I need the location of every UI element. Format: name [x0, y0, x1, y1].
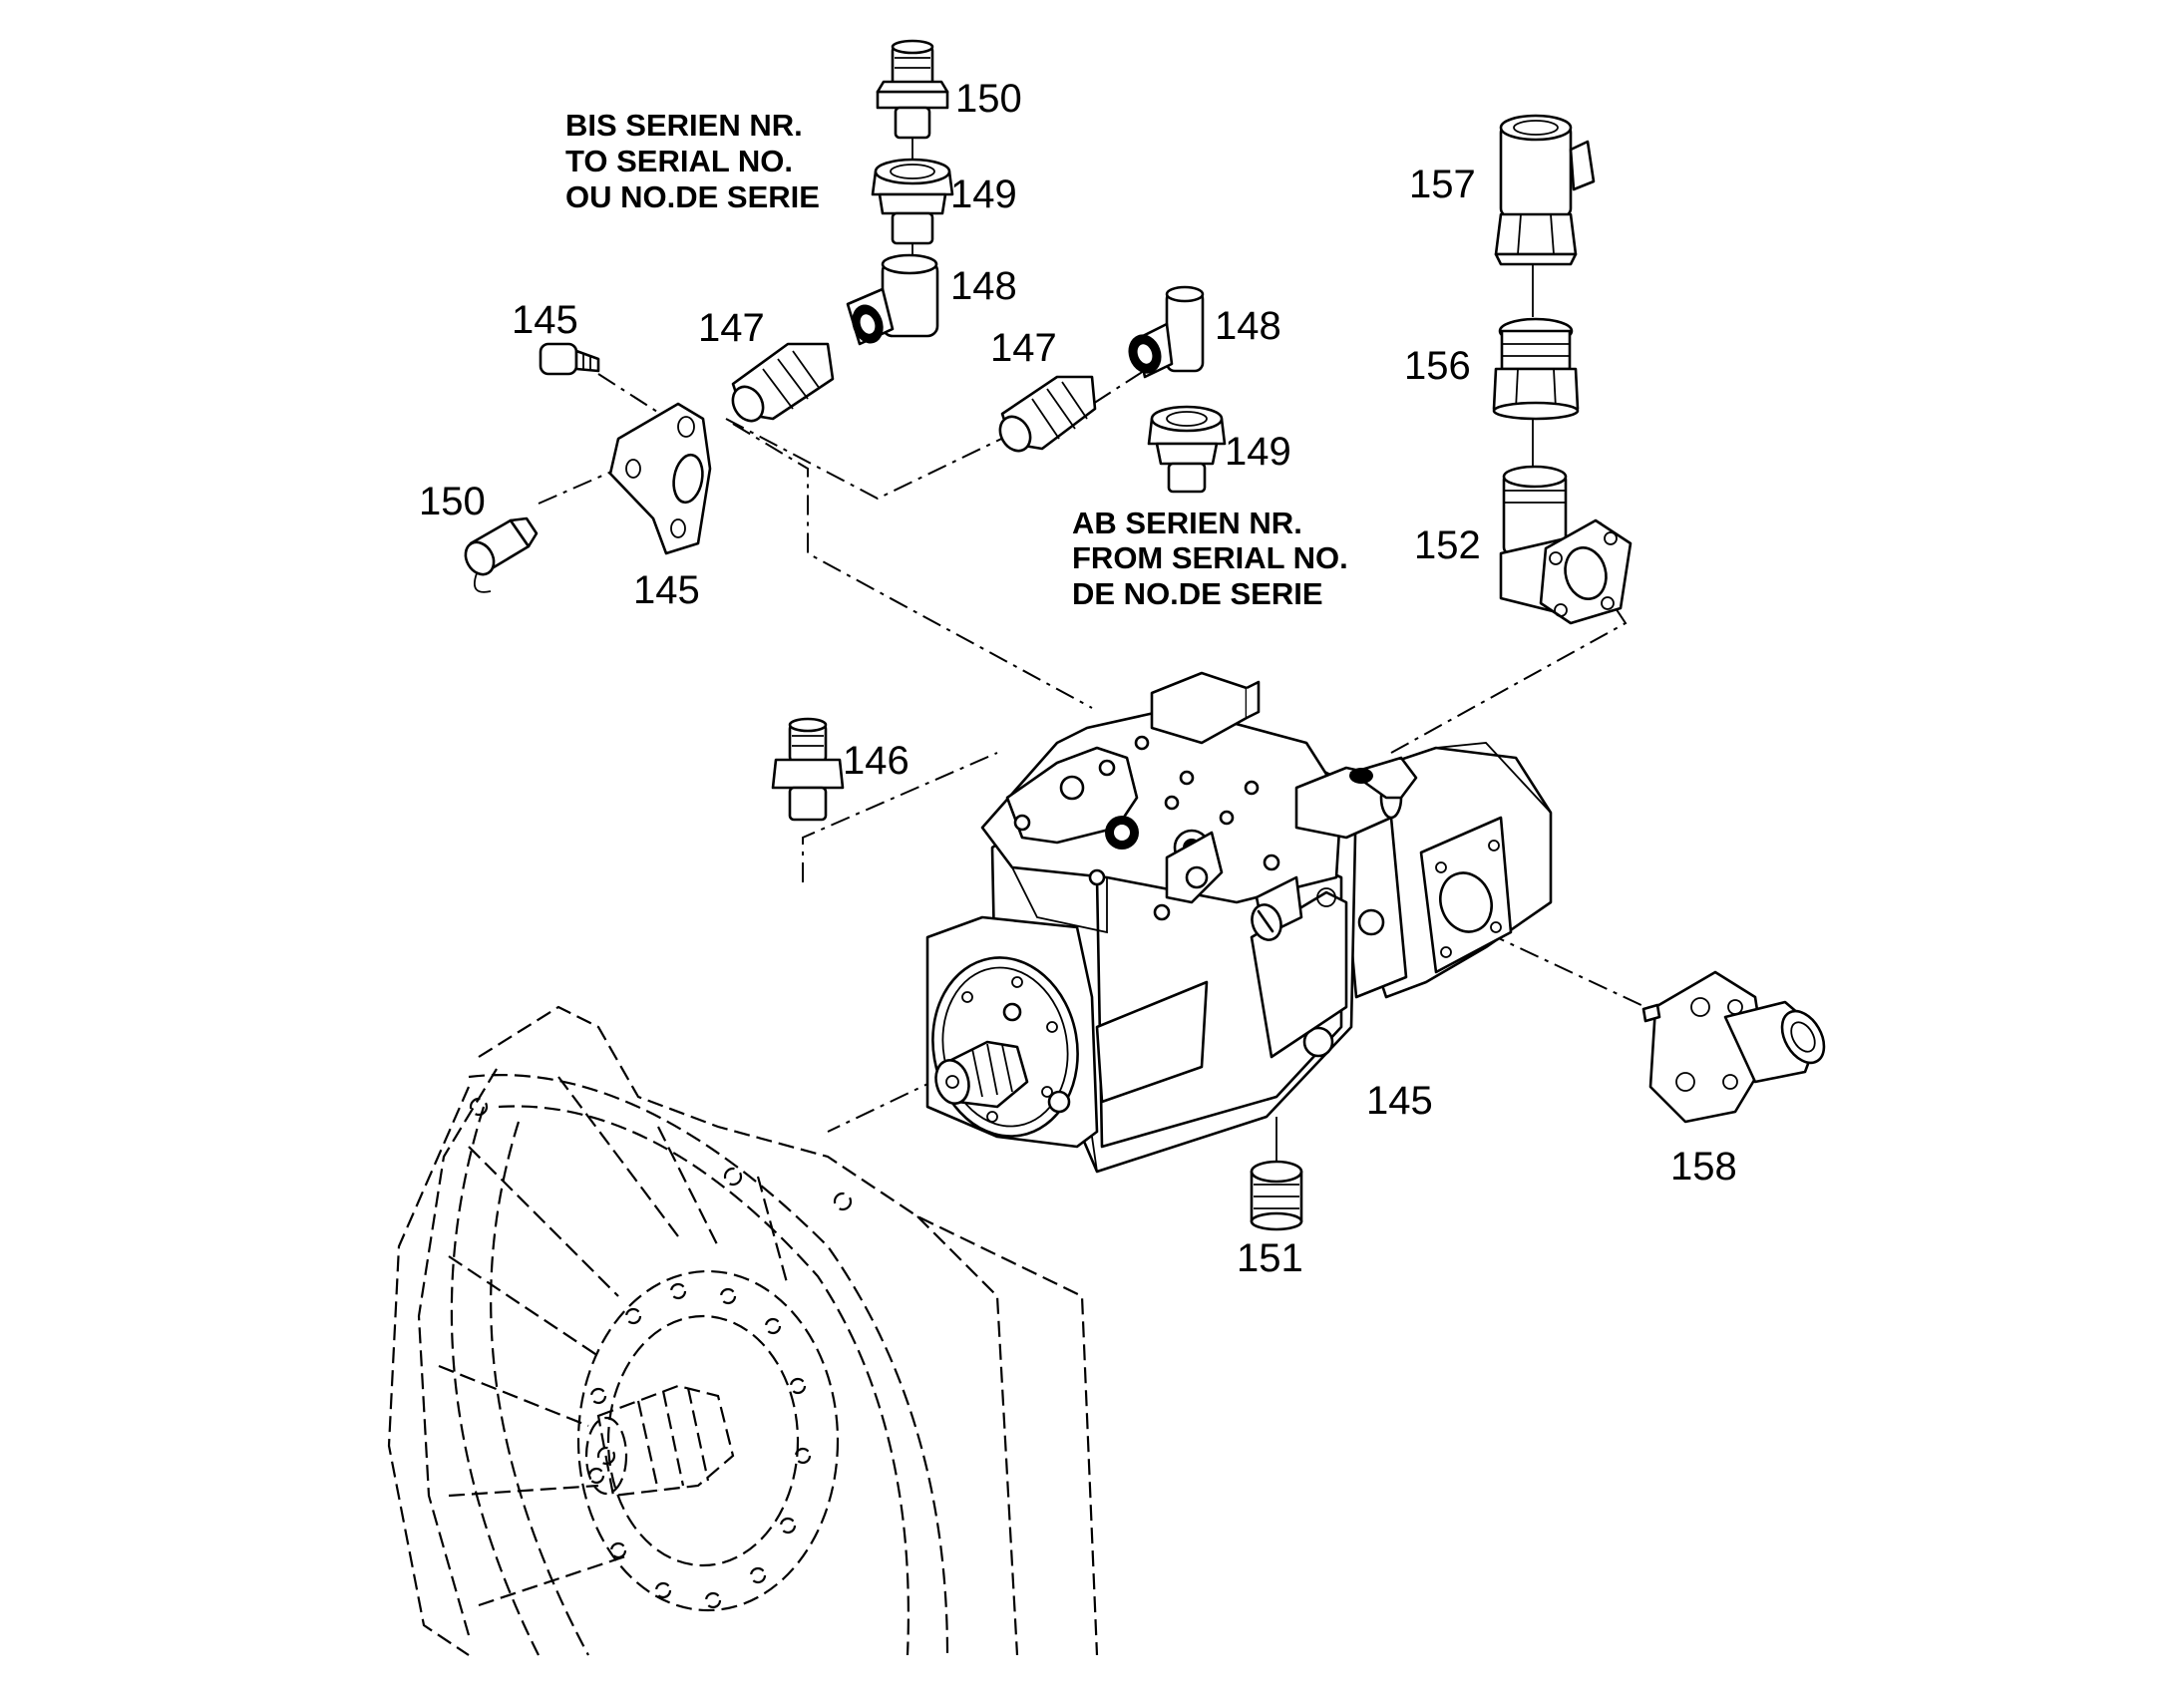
part-156-connector: [1492, 317, 1580, 421]
part-157-tee: [1494, 114, 1596, 266]
callout-150-top: 150: [955, 77, 1022, 121]
part-147-nipple-left: [731, 342, 835, 423]
callout-149-right: 149: [1225, 430, 1291, 474]
part-151-plug: [1250, 1160, 1303, 1231]
engine-housing-dashed: [387, 1005, 1099, 1656]
callout-152: 152: [1414, 523, 1481, 567]
callout-151: 151: [1237, 1236, 1303, 1280]
part-149-nut-right: [1147, 405, 1227, 494]
note-before-serial: BIS SERIEN NR. TO SERIAL NO. OU NO.DE SE…: [565, 108, 820, 214]
note-after-line-3: DE NO.DE SERIE: [1072, 576, 1323, 611]
note-before-line-2: TO SERIAL NO.: [565, 144, 793, 178]
callout-148-right: 148: [1215, 304, 1281, 348]
main-pump-assembly: [925, 671, 1553, 1174]
callouts: 150 149 148 147 145 150 145 147 148 149 …: [419, 77, 1737, 1280]
callout-145-flange: 145: [633, 568, 700, 612]
part-158-elbow: [1641, 970, 1826, 1124]
callout-148-left: 148: [950, 264, 1017, 308]
part-152-elbow-flange: [1499, 465, 1633, 625]
note-before-line-3: OU NO.DE SERIE: [565, 179, 820, 214]
callout-157: 157: [1409, 163, 1476, 206]
part-148-tee-left: [846, 253, 939, 346]
part-147-nipple-right: [998, 375, 1097, 453]
note-after-serial: AB SERIEN NR. FROM SERIAL NO. DE NO.DE S…: [1072, 506, 1348, 611]
callout-147-left: 147: [698, 306, 765, 350]
part-145-flange: [608, 402, 712, 555]
part-145-screw: [539, 342, 600, 376]
note-before-line-1: BIS SERIEN NR.: [565, 108, 803, 143]
part-148-tee-right: [1128, 285, 1205, 379]
part-146-fitting: [771, 717, 845, 822]
callout-158: 158: [1670, 1145, 1737, 1189]
callout-156: 156: [1404, 344, 1471, 388]
note-after-line-1: AB SERIEN NR.: [1072, 506, 1302, 540]
note-after-line-2: FROM SERIAL NO.: [1072, 540, 1348, 575]
callout-150-left: 150: [419, 480, 486, 523]
callout-147-right: 147: [990, 326, 1057, 370]
part-150-plug-left: [464, 516, 539, 593]
callout-146: 146: [843, 739, 909, 783]
callout-145-screw: 145: [512, 298, 578, 342]
callout-145-pump: 145: [1366, 1079, 1433, 1123]
callout-149-top: 149: [950, 172, 1017, 216]
part-150-fitting-top: [876, 39, 949, 140]
leader-lines: [538, 120, 1646, 1162]
part-149-nut-top: [871, 158, 954, 245]
